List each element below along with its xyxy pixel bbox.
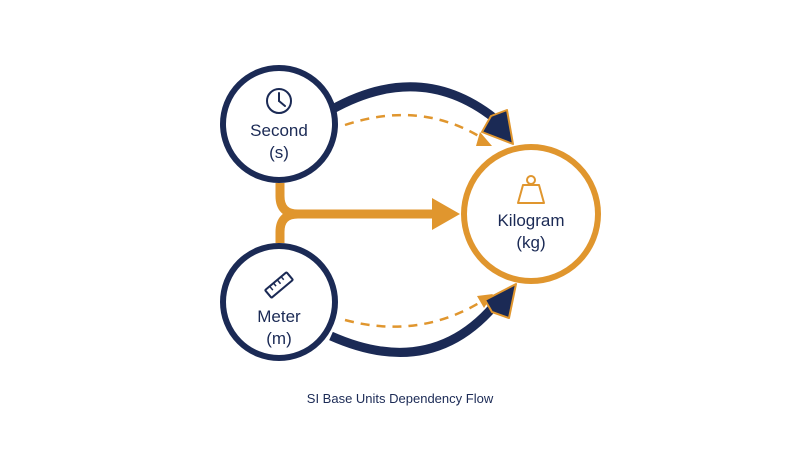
arc-second-to-kilogram bbox=[328, 82, 497, 122]
node-kilogram: Kilogram (kg) bbox=[461, 144, 601, 284]
merge-path bbox=[275, 183, 440, 243]
weight-icon bbox=[517, 175, 545, 204]
arrowhead-top bbox=[481, 109, 514, 145]
diagram-caption: SI Base Units Dependency Flow bbox=[306, 391, 494, 406]
clock-icon bbox=[266, 88, 292, 114]
node-meter: Meter (m) bbox=[220, 243, 338, 361]
node-second: Second (s) bbox=[220, 65, 338, 183]
meter-symbol: (m) bbox=[266, 329, 291, 348]
kilogram-symbol: (kg) bbox=[516, 233, 545, 252]
second-symbol: (s) bbox=[269, 143, 289, 162]
arc-meter-to-kilogram bbox=[329, 303, 498, 357]
meter-name: Meter bbox=[257, 307, 301, 326]
arrowhead-bottom bbox=[484, 283, 517, 319]
main-arrowhead bbox=[432, 198, 460, 230]
second-name: Second bbox=[250, 121, 308, 140]
dashed-arc-meter-to-kilogram bbox=[344, 298, 485, 328]
dashed-arrowhead-top bbox=[476, 132, 492, 146]
ruler-icon bbox=[264, 271, 294, 299]
kilogram-name: Kilogram bbox=[497, 211, 564, 230]
dashed-arc-second-to-kilogram bbox=[344, 113, 483, 140]
